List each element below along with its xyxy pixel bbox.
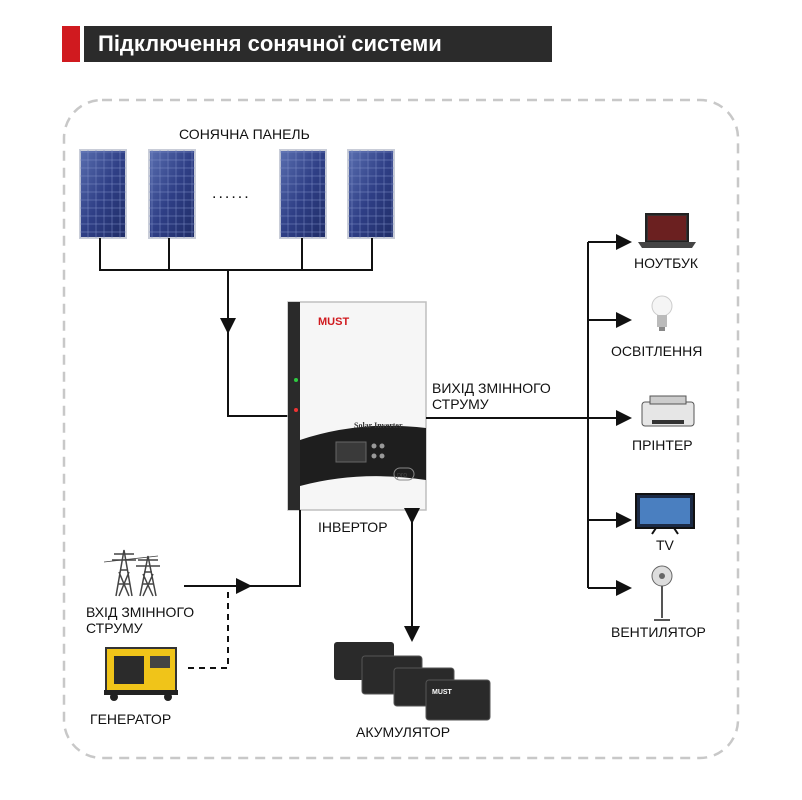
fan-icon (651, 565, 673, 621)
generator-label: ГЕНЕРАТОР (90, 711, 172, 727)
load-label-fan: ВЕНТИЛЯТОР (611, 624, 706, 640)
load-label-laptop: НОУТБУК (634, 255, 699, 271)
battery-bank-icon (334, 642, 491, 721)
system-frame (62, 98, 740, 760)
load-label-printer: ПРІНТЕР (632, 437, 693, 453)
load-label-lighting: ОСВІТЛЕННЯ (611, 343, 703, 359)
title-bar: Підключення сонячної системи (62, 26, 552, 62)
inverter-icon (287, 301, 427, 511)
inverter-badge: pro (397, 472, 407, 479)
ac-output-label-1: ВИХІД ЗМІННОГО (432, 380, 551, 396)
page-title: Підключення сонячної системи (98, 31, 442, 56)
battery-brand: MUST (432, 689, 453, 696)
load-label-tv: TV (656, 537, 674, 553)
solar-panel-label: СОНЯЧНА ПАНЕЛЬ (179, 126, 310, 142)
inverter-label: ІНВЕРТОР (318, 519, 388, 535)
laptop-icon (638, 213, 696, 248)
bulb-icon (651, 295, 673, 331)
title-box: Підключення сонячної системи (84, 26, 552, 62)
panel-ellipsis: ...... (212, 185, 251, 202)
inverter-model: Solar Inverter (354, 421, 403, 430)
inverter-brand: MUST (318, 316, 349, 328)
generator-wiring (188, 590, 229, 669)
ac-output-label-2: СТРУМУ (432, 396, 489, 412)
ac-input-label-2: СТРУМУ (86, 620, 143, 636)
ac-input-wiring (184, 510, 301, 594)
power-pylon-icon (103, 549, 160, 597)
battery-label: АКУМУЛЯТОР (356, 724, 451, 740)
printer-icon (641, 395, 695, 427)
ac-output-wiring (426, 234, 632, 596)
tv-icon (635, 493, 695, 535)
solar-panel-icon (79, 149, 395, 239)
ac-input-label-1: ВХІД ЗМІННОГО (86, 604, 195, 620)
title-accent (62, 26, 80, 62)
panel-wiring (99, 238, 373, 417)
generator-icon (104, 647, 178, 701)
